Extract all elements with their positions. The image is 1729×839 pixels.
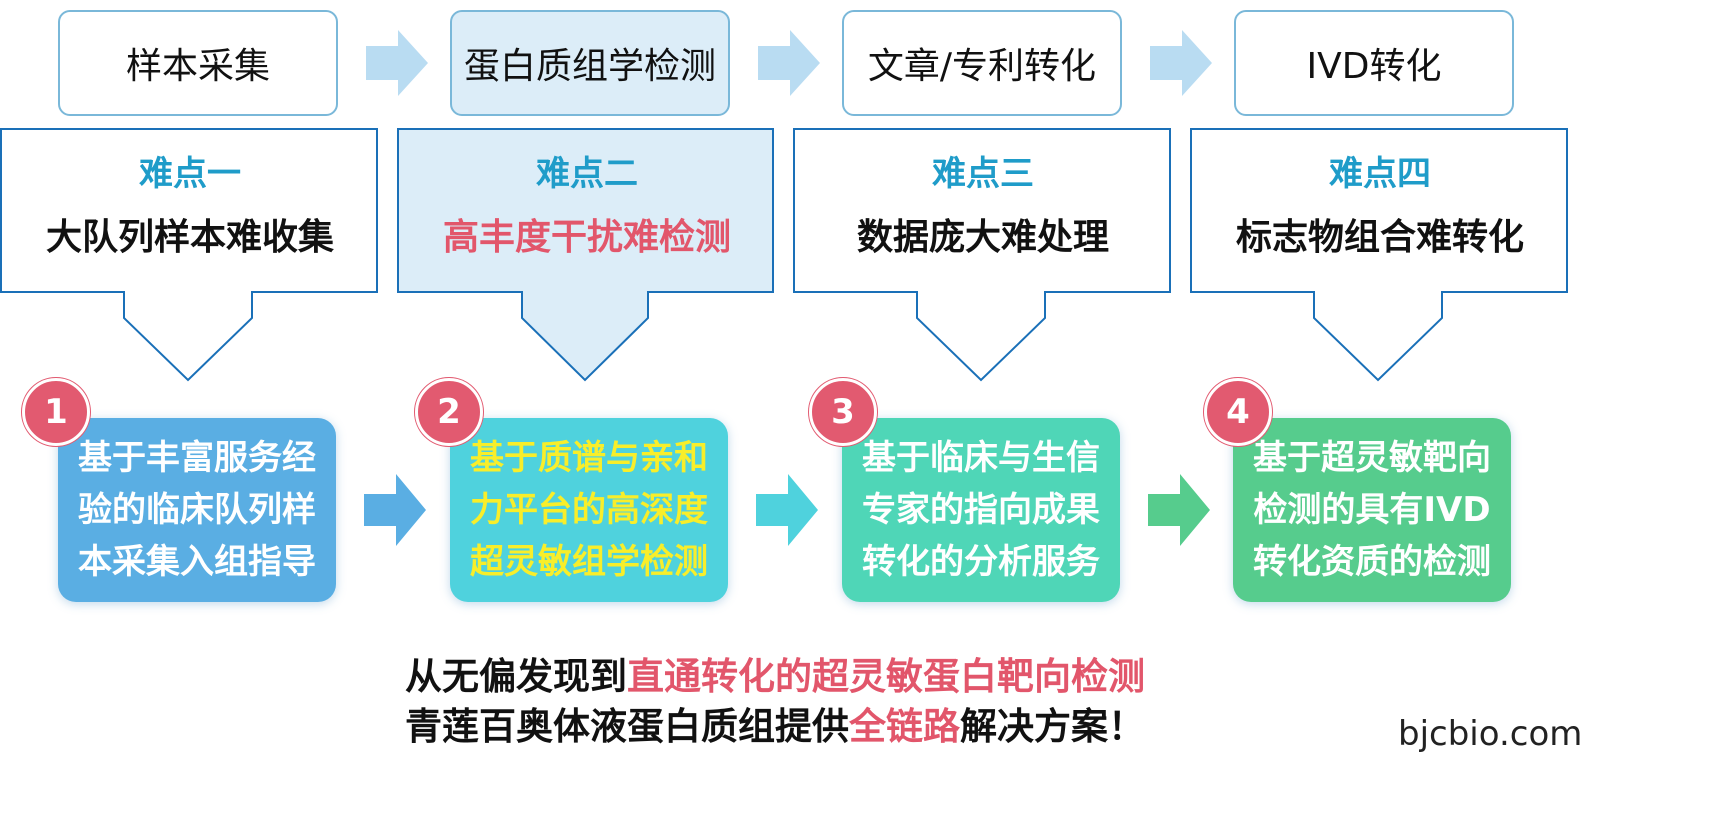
right-arrow-icon <box>1148 474 1210 546</box>
number-badge-3: 3 <box>809 378 877 446</box>
solution-line: 验的临床队列样 <box>78 490 316 530</box>
summary-text: 解决方案！ <box>960 705 1145 748</box>
right-arrow-icon <box>366 30 428 96</box>
difficulty-title: 难点三 <box>932 154 1034 194</box>
solution-box-2: 基于质谱与亲和 力平台的高深度 超灵敏组学检测 <box>450 418 728 602</box>
solution-line: 专家的指向成果 <box>862 490 1100 530</box>
summary-text: 从无偏发现到 <box>405 655 627 698</box>
right-arrow-icon <box>756 474 818 546</box>
difficulty-callout-3: 难点三 数据庞大难处理 <box>793 128 1173 384</box>
summary-text: 青莲百奥体液蛋白质组提供 <box>405 705 849 748</box>
difficulty-title: 难点二 <box>536 154 638 194</box>
solution-box-1: 基于丰富服务经 验的临床队列样 本采集入组指导 <box>58 418 336 602</box>
down-arrow-callout-shape <box>0 128 378 382</box>
step-label: 蛋白质组学检测 <box>463 46 716 87</box>
difficulty-callout-2: 难点二 高丰度干扰难检测 <box>397 128 777 384</box>
difficulty-title: 难点四 <box>1329 154 1431 194</box>
step-proteomics-detection: 蛋白质组学检测 <box>450 10 730 116</box>
solution-line: 检测的具有IVD <box>1253 490 1491 530</box>
step-label: 样本采集 <box>125 46 270 87</box>
difficulty-desc: 标志物组合难转化 <box>1235 217 1524 258</box>
right-arrow-icon <box>364 474 426 546</box>
difficulty-desc: 大队列样本难收集 <box>45 217 334 258</box>
solution-line: 力平台的高深度 <box>470 490 708 530</box>
solution-line: 基于临床与生信 <box>862 438 1100 478</box>
summary-line-2: 青莲百奥体液蛋白质组提供全链路解决方案！ <box>405 696 1145 750</box>
number-badge-4: 4 <box>1204 378 1272 446</box>
difficulty-callout-1: 难点一 大队列样本难收集 <box>0 128 380 384</box>
down-arrow-callout-shape <box>793 128 1171 382</box>
difficulty-title: 难点一 <box>139 154 241 194</box>
right-arrow-icon <box>1150 30 1212 96</box>
number-badge-2: 2 <box>415 378 483 446</box>
down-arrow-callout-shape <box>1190 128 1568 382</box>
solution-line: 本采集入组指导 <box>78 542 316 582</box>
difficulty-desc: 高丰度干扰难检测 <box>442 217 731 258</box>
number-badge-1: 1 <box>22 378 90 446</box>
summary-highlight: 全链路 <box>849 705 960 748</box>
solution-box-3: 基于临床与生信 专家的指向成果 转化的分析服务 <box>842 418 1120 602</box>
solution-line: 转化资质的检测 <box>1253 542 1491 582</box>
step-ivd-transformation: IVD转化 <box>1234 10 1514 116</box>
solution-line: 转化的分析服务 <box>862 542 1100 582</box>
brand-watermark: bjcbio.com <box>1398 714 1583 754</box>
step-label: IVD转化 <box>1306 46 1442 87</box>
difficulty-callout-4: 难点四 标志物组合难转化 <box>1190 128 1570 384</box>
solution-line: 超灵敏组学检测 <box>470 542 708 582</box>
summary-highlight: 直通转化的超灵敏蛋白靶向检测 <box>627 655 1145 698</box>
difficulty-desc: 数据庞大难处理 <box>856 217 1109 258</box>
solution-line: 基于丰富服务经 <box>78 438 316 478</box>
step-paper-patent-transformation: 文章/专利转化 <box>842 10 1122 116</box>
right-arrow-icon <box>758 30 820 96</box>
solution-line: 基于质谱与亲和 <box>470 438 708 478</box>
down-arrow-callout-shape <box>397 128 774 382</box>
solution-box-4: 基于超灵敏靶向 检测的具有IVD 转化资质的检测 <box>1233 418 1511 602</box>
summary-line-1: 从无偏发现到直通转化的超灵敏蛋白靶向检测 <box>405 646 1145 700</box>
solution-line: 基于超灵敏靶向 <box>1253 438 1491 478</box>
step-sample-collection: 样本采集 <box>58 10 338 116</box>
step-label: 文章/专利转化 <box>867 46 1097 87</box>
